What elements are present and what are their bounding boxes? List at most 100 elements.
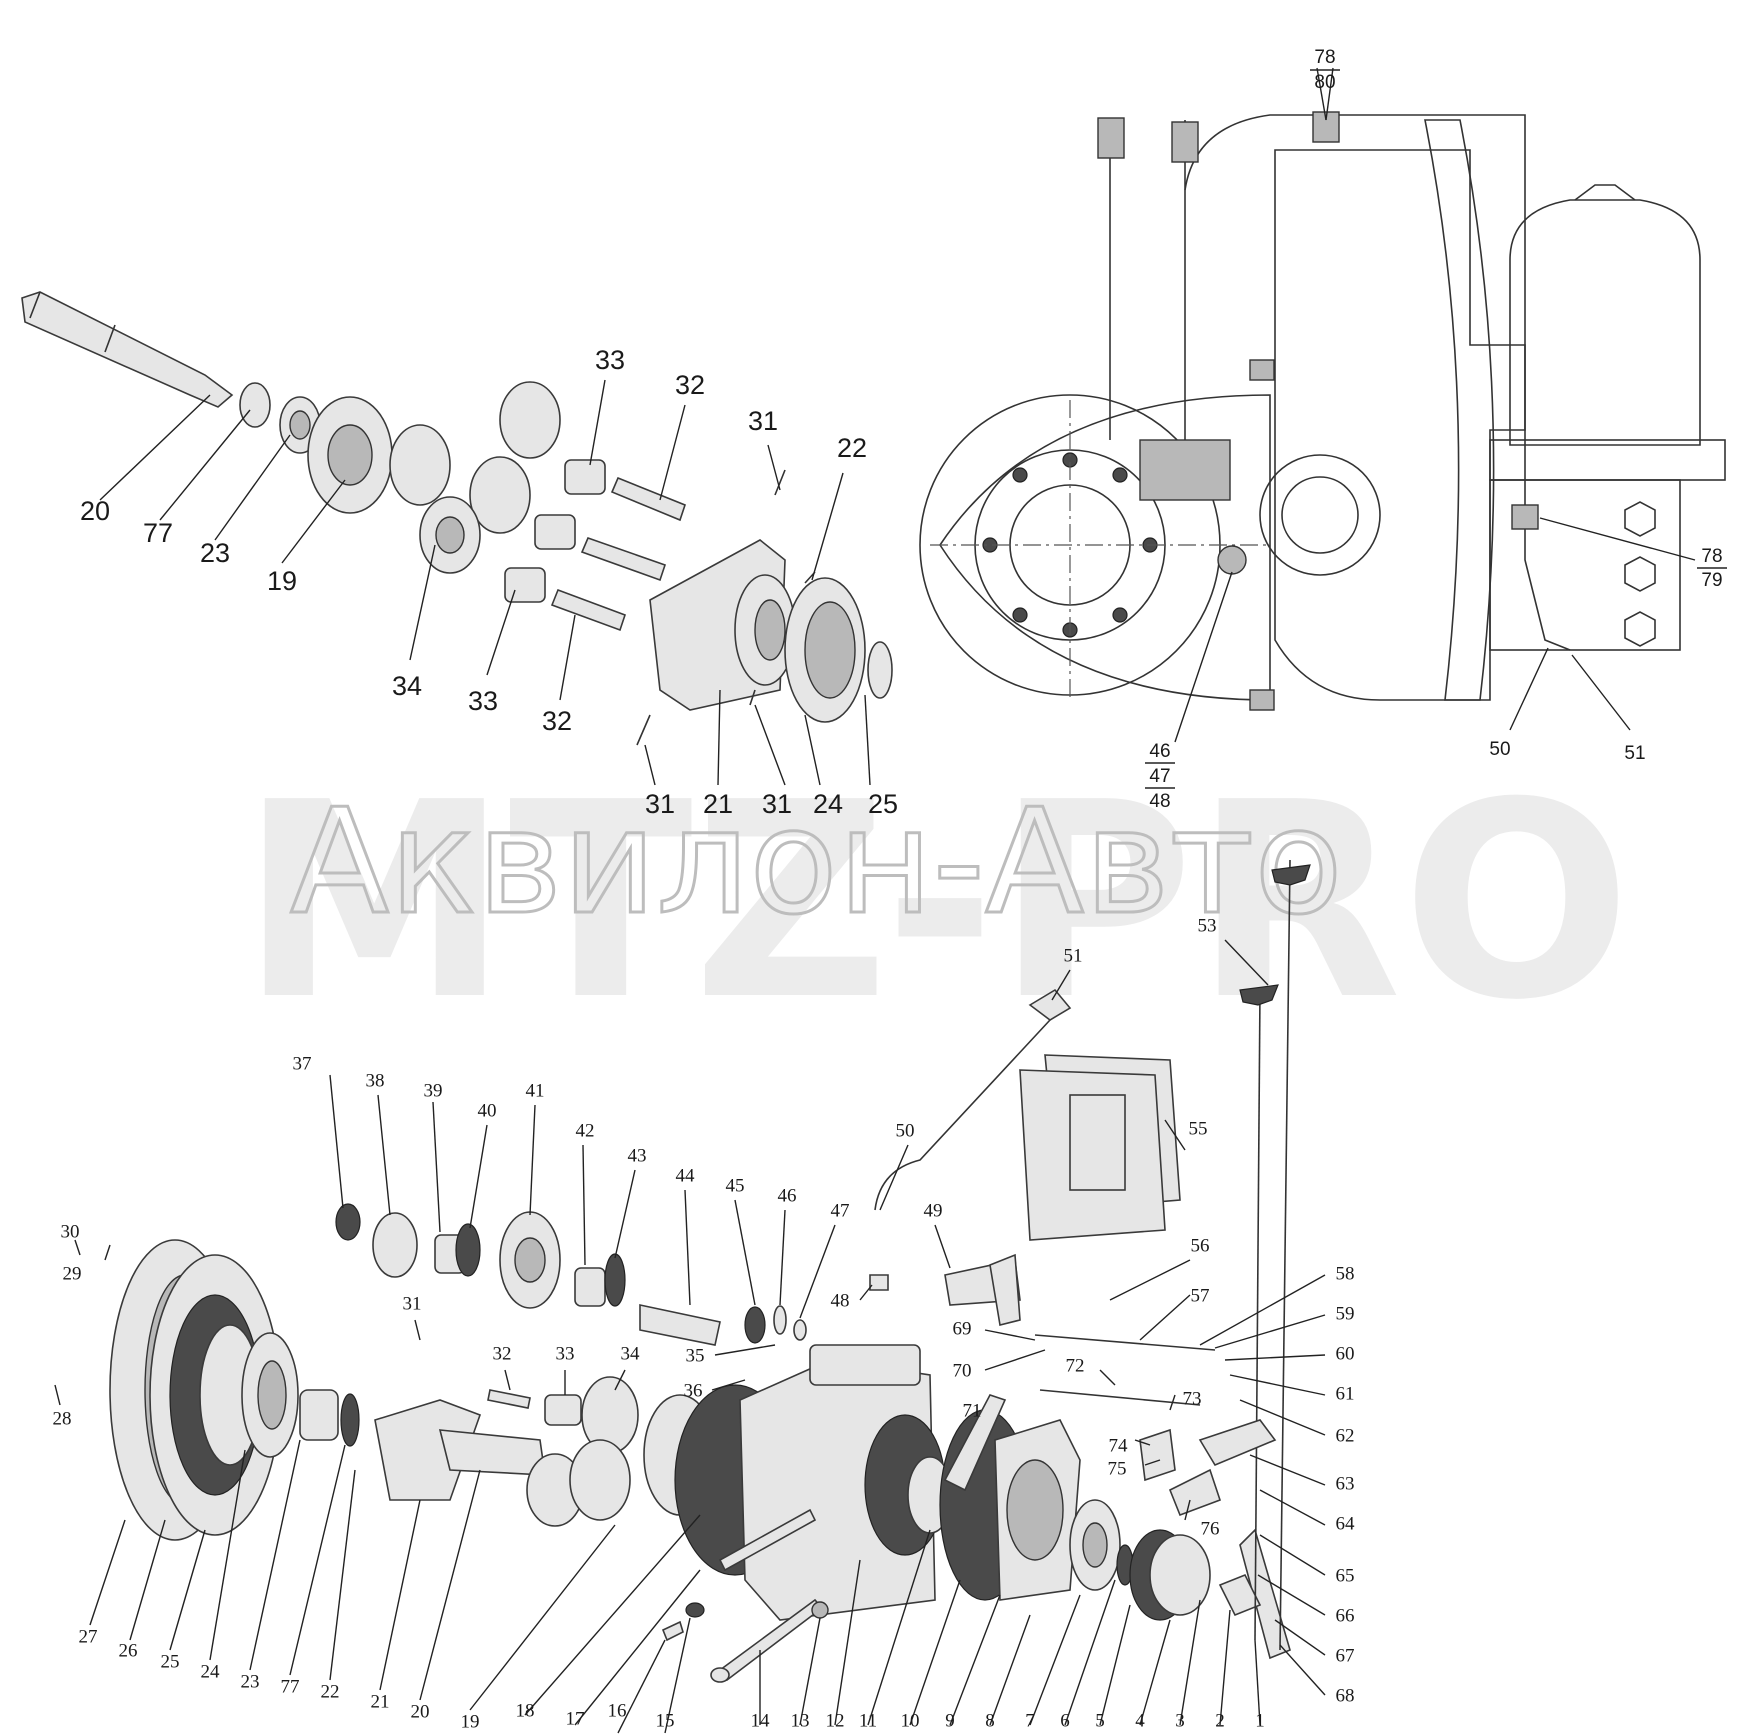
callout-label: 5 [1095,1710,1105,1731]
callout-label: 2 [1215,1710,1225,1731]
callout-label: 50 [896,1120,915,1141]
watermark-secondary: Аквилон-Авто [290,778,1343,947]
callout-label: 3 [1175,1710,1185,1731]
callout-label: 10 [901,1710,920,1731]
callout-label: 61 [1336,1383,1355,1404]
callout-label: 48 [831,1290,850,1311]
callout-label: 51 [1064,945,1083,966]
callout-label: 22 [321,1681,340,1702]
callout-label: 60 [1336,1343,1355,1364]
callout-label: 56 [1191,1235,1210,1256]
callout-label: 77 [143,518,173,548]
callout-label: 44 [676,1165,696,1186]
callout-label: 73 [1183,1388,1202,1409]
callout-label: 34 [621,1343,641,1364]
fraction-value: 47 [1149,766,1170,787]
callout-label: 70 [953,1360,972,1381]
callout-label: 53 [1198,915,1217,936]
top-right-assembled-view [919,111,1726,711]
callout-label: 29 [63,1263,82,1284]
callout-label: 8 [985,1710,995,1731]
callout-label: 33 [595,345,625,375]
fraction-denominator: 80 [1314,72,1335,93]
callout-label: 35 [686,1345,705,1366]
callout-label: 23 [241,1671,260,1692]
callout-label: 40 [478,1100,497,1121]
fraction-value: 48 [1149,791,1170,812]
callout-label: 66 [1336,1605,1355,1626]
callout-label: 28 [53,1408,72,1429]
callout-label: 20 [80,496,110,526]
callout-label: 62 [1336,1425,1355,1446]
callout-label: 24 [813,789,843,819]
callout-label: 11 [859,1710,877,1731]
callout-label: 22 [837,433,867,463]
callout-label: 71 [963,1400,982,1421]
bottom-labels: 37 38 39 40 41 42 43 44 45 46 47 48 49 5… [53,915,1356,1732]
callout-label: 18 [516,1700,535,1721]
callout-label: 38 [366,1070,385,1091]
callout-label: 19 [267,566,297,596]
callout-label: 63 [1336,1473,1355,1494]
callout-label: 25 [868,789,898,819]
watermark-primary: MTZ-PRO [240,744,1631,1059]
callout-label: 14 [751,1710,771,1731]
callout-label: 24 [201,1661,221,1682]
fraction-numerator: 78 [1314,47,1335,68]
callout-label: 43 [628,1145,647,1166]
callout-label: 6 [1060,1710,1070,1731]
callout-label: 59 [1336,1303,1355,1324]
callout-label: 75 [1108,1458,1127,1479]
callout-label: 68 [1336,1685,1355,1706]
callout-label: 55 [1189,1118,1208,1139]
callout-label: 27 [79,1626,98,1647]
callout-label: 25 [161,1651,180,1672]
callout-label: 17 [566,1708,585,1729]
callout-label: 72 [1066,1355,1085,1376]
callout-label: 15 [656,1710,675,1731]
callout-label: 7 [1025,1710,1035,1731]
top-right-callouts: 78 80 78 79 46 47 48 50 51 [1145,47,1727,812]
callout-label: 41 [526,1080,545,1101]
top-left-labels: 20 77 23 19 34 33 32 33 32 31 22 31 21 3… [80,345,898,819]
callout-label: 50 [1489,739,1510,760]
callout-label: 36 [684,1380,703,1401]
callout-label: 12 [826,1710,845,1731]
callout-label: 31 [645,789,675,819]
callout-label: 33 [468,686,498,716]
callout-label: 32 [493,1343,512,1364]
top-left-shaft-assembly [21,291,893,746]
callout-label: 20 [411,1701,430,1722]
callout-label: 21 [371,1691,390,1712]
fraction-value: 46 [1149,741,1170,762]
callout-label: 49 [924,1200,943,1221]
callout-label: 57 [1191,1285,1210,1306]
callout-label: 45 [726,1175,745,1196]
callout-label: 31 [762,789,792,819]
callout-label: 31 [748,406,778,436]
callout-label: 31 [403,1293,422,1314]
callout-label: 65 [1336,1565,1355,1586]
callout-label: 34 [392,671,422,701]
callout-label: 13 [791,1710,810,1731]
callout-label: 46 [778,1185,797,1206]
callout-label: 64 [1336,1513,1356,1534]
callout-label: 19 [461,1711,480,1732]
callout-label: 32 [542,706,572,736]
callout-label: 33 [556,1343,575,1364]
callout-label: 58 [1336,1263,1355,1284]
callout-label: 47 [831,1200,850,1221]
callout-label: 32 [675,370,705,400]
callout-label: 37 [293,1053,312,1074]
callout-label: 42 [576,1120,595,1141]
callout-label: 69 [953,1318,972,1339]
callout-label: 9 [945,1710,955,1731]
callout-label: 77 [281,1676,300,1697]
callout-label: 4 [1135,1710,1145,1731]
callout-label: 1 [1255,1710,1265,1731]
callout-label: 76 [1201,1518,1220,1539]
callout-label: 23 [200,538,230,568]
callout-label: 30 [61,1221,80,1242]
